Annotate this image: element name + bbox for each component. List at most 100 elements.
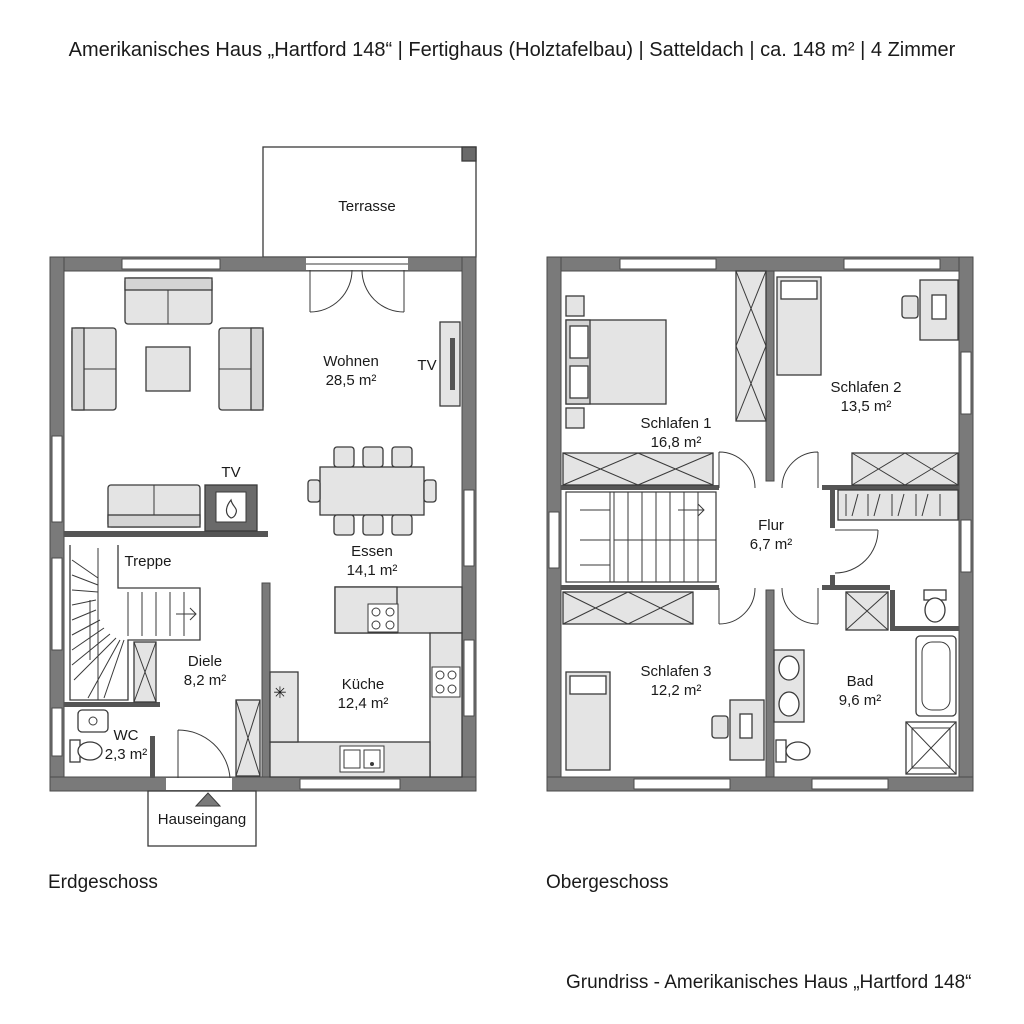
room-schlafen3-area: 12,2 m² (651, 682, 702, 699)
living-sofa-right (218, 327, 264, 411)
ground-floor-plan: Hauseingang (49, 146, 477, 847)
entrance-canopy (147, 790, 257, 847)
room-terrasse-name: Terrasse (338, 198, 396, 215)
terrace-area (262, 146, 477, 258)
gf-window-right-1 (463, 489, 475, 567)
uf-wall-sz2-bottom (822, 485, 959, 490)
gf-wall-bottom (49, 776, 477, 792)
gf-wall-wc-top (64, 702, 160, 707)
tv-unit-icon (439, 321, 461, 407)
living-sofa-left (71, 327, 117, 411)
page-title: Amerikanisches Haus „Hartford 148“ | Fer… (69, 39, 956, 61)
uf-wall-bad-inner (890, 626, 959, 631)
uf-wall-flur-right (830, 490, 835, 528)
wc-sink-icon (77, 709, 109, 733)
room-kueche-area: 12,4 m² (338, 695, 389, 712)
desk-schlafen2 (901, 279, 959, 341)
bed-schlafen2 (776, 276, 822, 376)
gf-window-left-2 (51, 557, 63, 651)
upper-floor-plan: Schlafen 1 16,8 m² Schlafen 2 13,5 m² (546, 256, 974, 792)
fireplace-icon (204, 484, 258, 532)
gf-window-left-3 (51, 707, 63, 757)
wc-upper-shelf (845, 591, 889, 631)
toilet-upper-icon (923, 589, 947, 623)
gf-wall-diele-kitchen (261, 582, 271, 778)
door-schlafen1 (718, 451, 756, 489)
gf-window-top-1 (121, 258, 221, 270)
wardrobe-schlafen1-bottom (562, 452, 714, 486)
uf-window-top-2 (843, 258, 941, 270)
room-wohnen-name: Wohnen (323, 353, 379, 370)
gf-window-bottom-1 (299, 778, 401, 790)
gf-wall-living-stairs (64, 531, 268, 537)
uf-wall-sz3-bad (765, 589, 775, 778)
wardrobe-schlafen3 (562, 591, 694, 625)
upper-floor-caption: Obergeschoss (546, 872, 669, 893)
living-sofa-top (124, 277, 213, 325)
gf-window-right-2 (463, 639, 475, 717)
room-schlafen2-area: 13,5 m² (841, 398, 892, 415)
room-wohnen-area: 28,5 m² (326, 372, 377, 389)
gf-entrance-opening (166, 778, 232, 790)
living-sofa-bottom (107, 484, 201, 528)
gf-wall-wc-right (150, 736, 155, 778)
uf-wall-sz1-sz2 (765, 270, 775, 482)
uf-wall-sz1-bottom (561, 485, 719, 490)
gf-window-left-1 (51, 435, 63, 523)
room-flur-area: 6,7 m² (750, 536, 793, 553)
terrace-post (461, 146, 477, 162)
entrance-door-swing (177, 729, 231, 779)
room-essen-area: 14,1 m² (347, 562, 398, 579)
uf-window-right-2 (960, 519, 972, 573)
room-schlafen1-area: 16,8 m² (651, 434, 702, 451)
wardrobe-schlafen2 (851, 452, 959, 486)
uf-wall-flur-right-2 (830, 575, 835, 589)
door-schlafen3 (718, 587, 756, 625)
wardrobe-schlafen1-side (735, 270, 767, 422)
room-diele-name: Diele (188, 653, 222, 670)
toilet-bad-icon (775, 739, 811, 763)
dining-table (307, 446, 437, 536)
kitchen-side-wardrobe (235, 699, 261, 777)
fan-icon: ✳ (273, 685, 286, 702)
terrace-door-right (361, 269, 405, 313)
sink-icon (339, 745, 385, 773)
cooktop-side-icon (431, 666, 461, 698)
terrace-door-left (309, 269, 353, 313)
shower-icon (905, 721, 957, 775)
room-schlafen3-name: Schlafen 3 (641, 663, 712, 680)
room-bad-name: Bad (847, 673, 874, 690)
flur-shelf (837, 489, 959, 521)
cooktop-icon (367, 603, 399, 633)
bathtub-icon (915, 635, 957, 717)
uf-wall-bad-wc (890, 590, 895, 630)
uf-wall-stairs-bottom (561, 585, 719, 590)
room-bad-area: 9,6 m² (839, 692, 882, 709)
stairs-ground (69, 545, 201, 701)
tv-label-fireplace: TV (221, 464, 240, 481)
door-schlafen2 (781, 451, 819, 489)
coffee-table (145, 346, 191, 392)
door-bad (781, 587, 819, 625)
uf-window-top-1 (619, 258, 717, 270)
uf-window-right-1 (960, 351, 972, 415)
room-flur-name: Flur (758, 517, 784, 534)
stairs-upper (565, 491, 717, 583)
ground-floor-caption: Erdgeschoss (48, 872, 158, 893)
uf-wall-bottom (546, 776, 974, 792)
room-diele-area: 8,2 m² (184, 672, 227, 689)
uf-wall-flur-bad (822, 585, 890, 590)
bed-schlafen1 (565, 295, 667, 429)
gf-wall-top (49, 256, 477, 272)
entrance-arrow-icon (194, 792, 222, 807)
uf-window-left-1 (548, 511, 560, 569)
double-sink-icon (773, 649, 805, 723)
room-wc-name: WC (114, 727, 139, 744)
bed-schlafen3 (565, 671, 611, 771)
uf-window-bottom-2 (811, 778, 889, 790)
wc-toilet-icon (69, 739, 103, 763)
uf-window-bottom-1 (633, 778, 731, 790)
tv-label-wall: TV (417, 357, 436, 374)
footer-caption: Grundriss - Amerikanisches Haus „Hartfor… (566, 972, 971, 993)
